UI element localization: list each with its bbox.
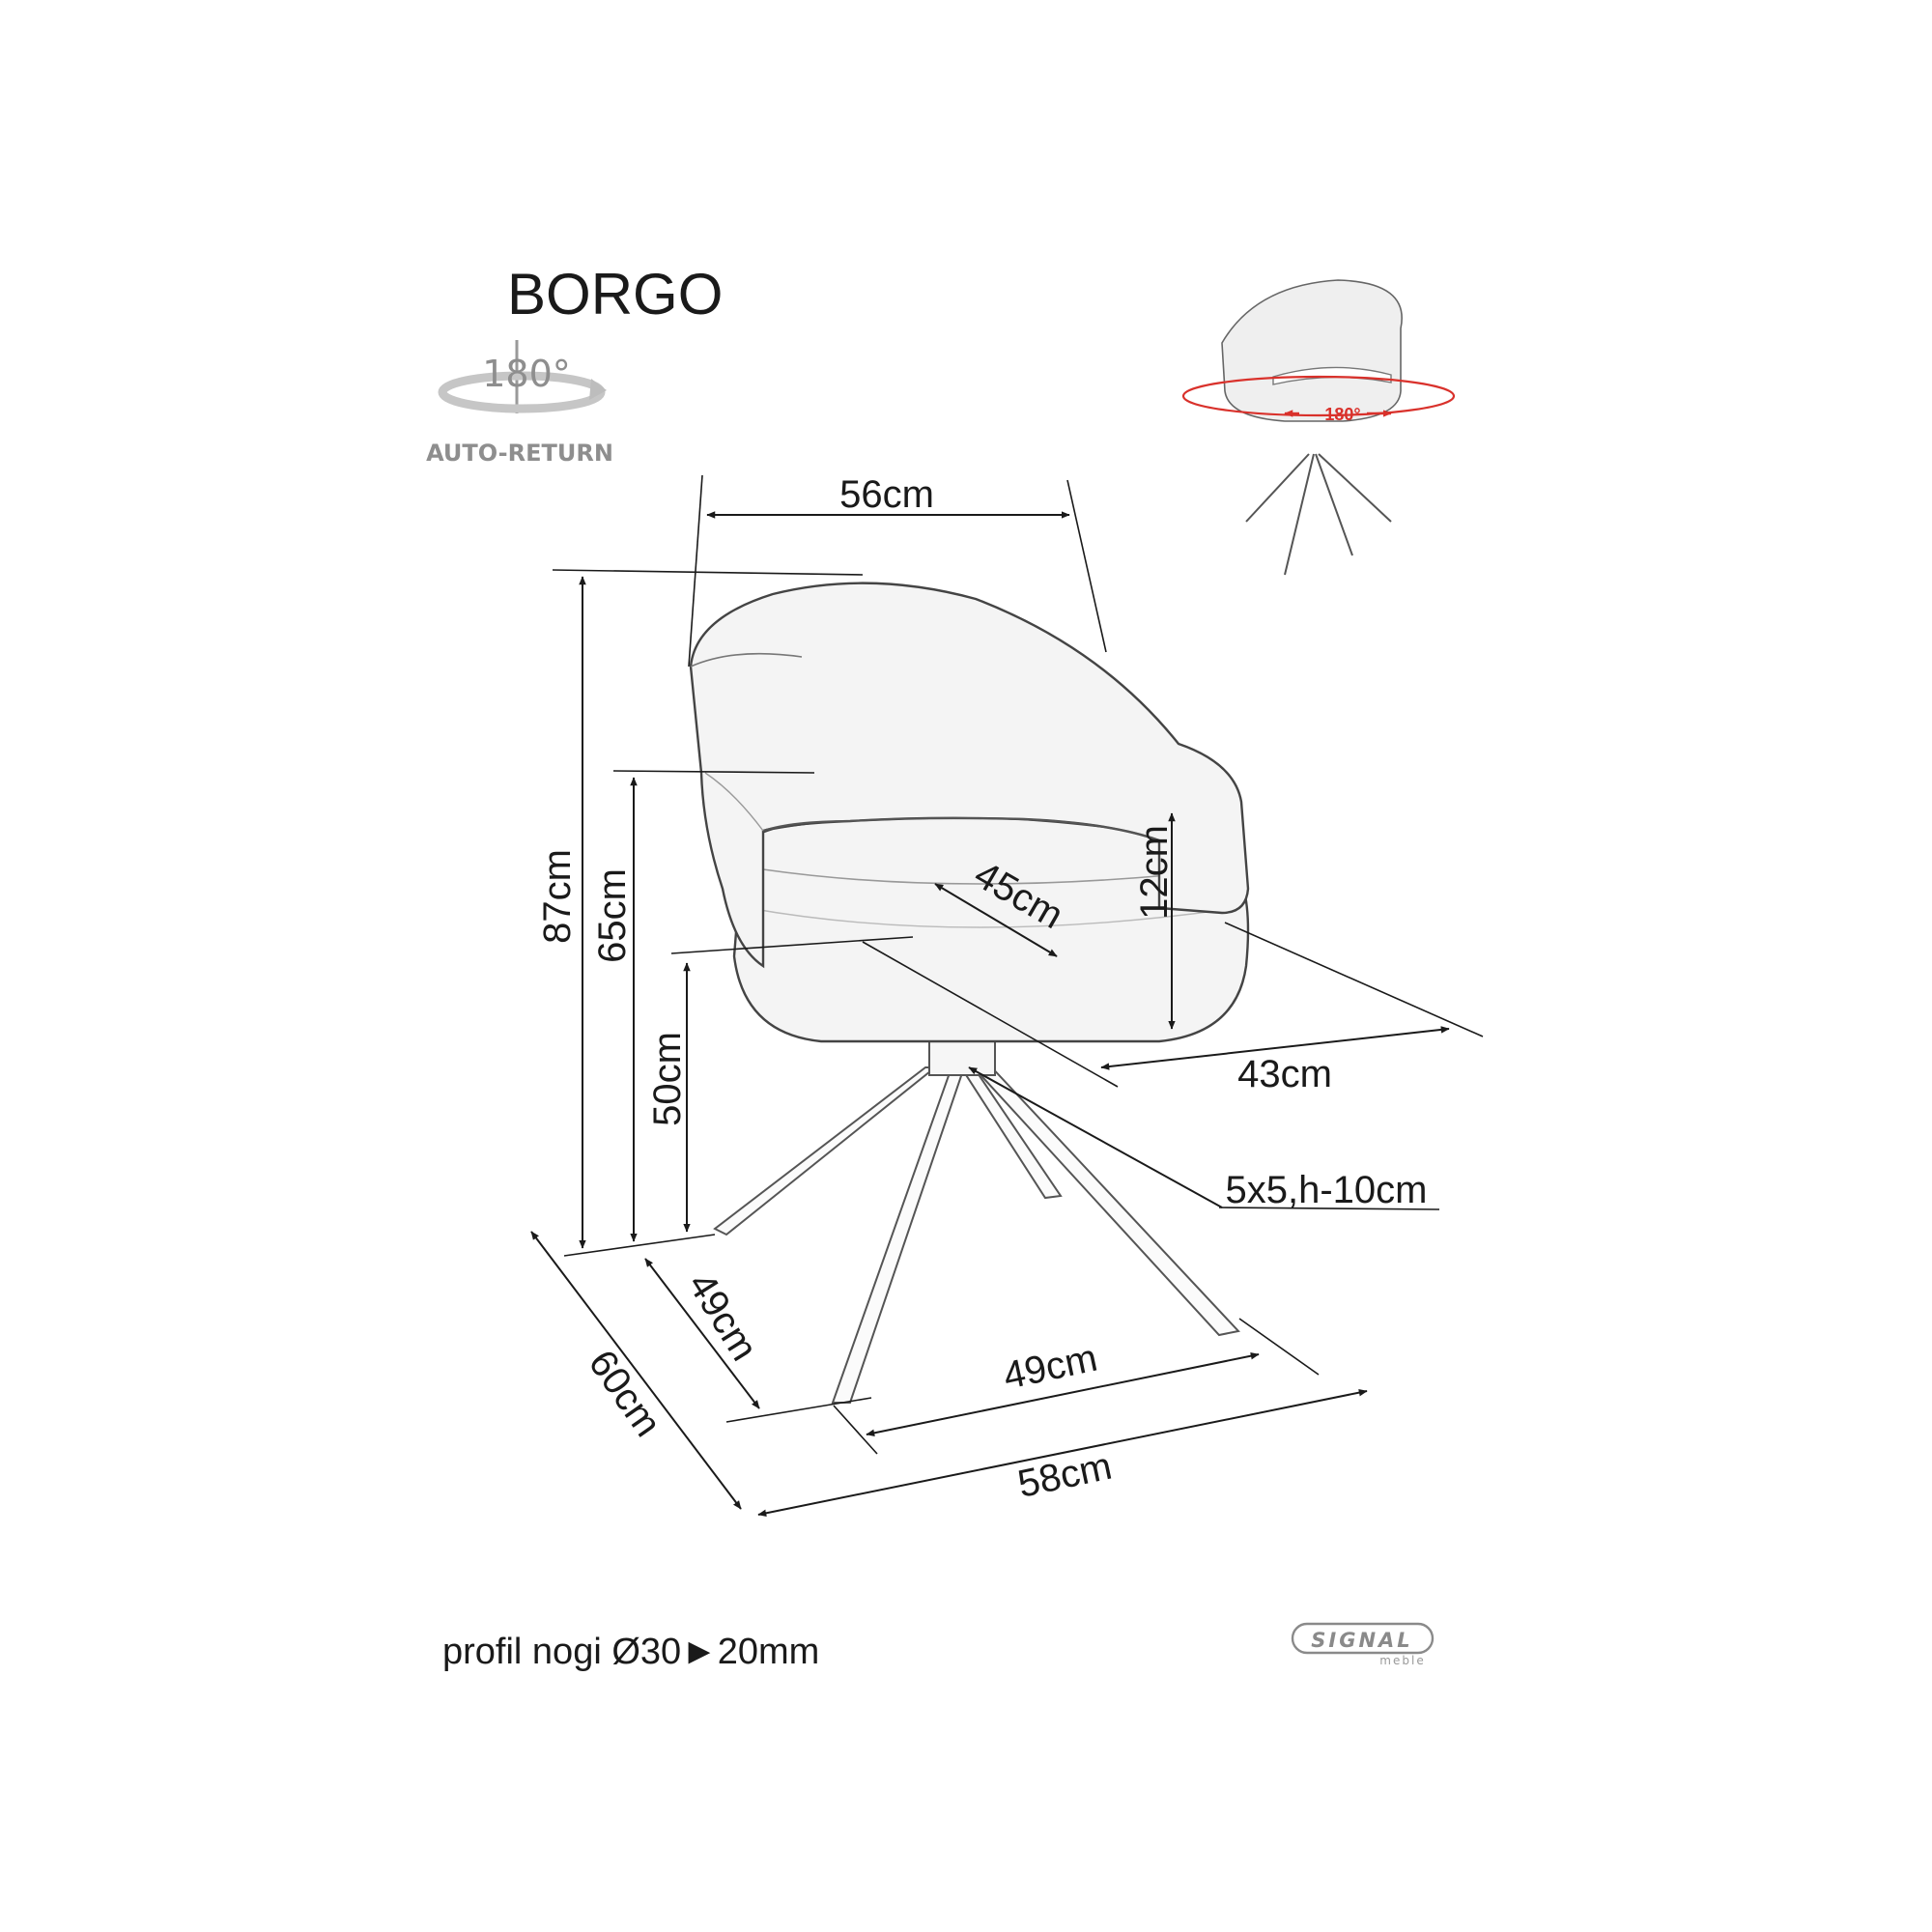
dim-line-58cm [757, 1388, 1368, 1518]
rotation-angle-label: 180° [482, 353, 571, 395]
dim-line-43cm [1100, 1026, 1450, 1070]
label-50cm: 50cm [646, 1032, 689, 1126]
label-base-plate: 5x5,h-10cm [1226, 1169, 1428, 1211]
brand-logo: SIGNAL meble [1291, 1622, 1435, 1667]
label-87cm: 87cm [536, 849, 579, 944]
label-56cm: 56cm [839, 473, 934, 516]
base-plate [928, 1037, 996, 1076]
dim-line-60cm [530, 1231, 742, 1510]
chair-leg-front-center [831, 1066, 966, 1404]
label-58cm: 58cm [1014, 1445, 1116, 1506]
leader-base-plate [968, 1066, 1223, 1208]
label-12cm: 12cm [1133, 825, 1176, 920]
dim-line-45cm [934, 883, 1058, 957]
swivel-thumbnail: 180° [1181, 279, 1456, 576]
backrest-shell [689, 582, 1250, 969]
leg-profile-note: profil nogi Ø30►20mm [442, 1632, 819, 1672]
dim-line-49cm-depth [644, 1258, 760, 1409]
label-60cm: 60cm [581, 1343, 669, 1444]
label-43cm: 43cm [1237, 1053, 1332, 1095]
label-65cm: 65cm [591, 868, 634, 963]
swivel-angle-label: 180° [1324, 405, 1360, 424]
rotate-arrow-icon [438, 340, 607, 413]
brand-name: SIGNAL [1311, 1629, 1412, 1652]
product-title: BORGO [507, 262, 723, 327]
chair-illustration [689, 582, 1250, 1404]
brand-sub: meble [1379, 1654, 1425, 1667]
label-49cm-width: 49cm [1000, 1337, 1101, 1398]
chair-leg-front-right [972, 1061, 1240, 1337]
auto-return-label: AUTO-RETURN [426, 440, 613, 467]
label-49cm-depth: 49cm [679, 1265, 765, 1368]
dimension-lines [530, 474, 1484, 1518]
swivel-ring-icon [1181, 375, 1456, 417]
auto-return-badge: 180° AUTO-RETURN [426, 340, 613, 467]
